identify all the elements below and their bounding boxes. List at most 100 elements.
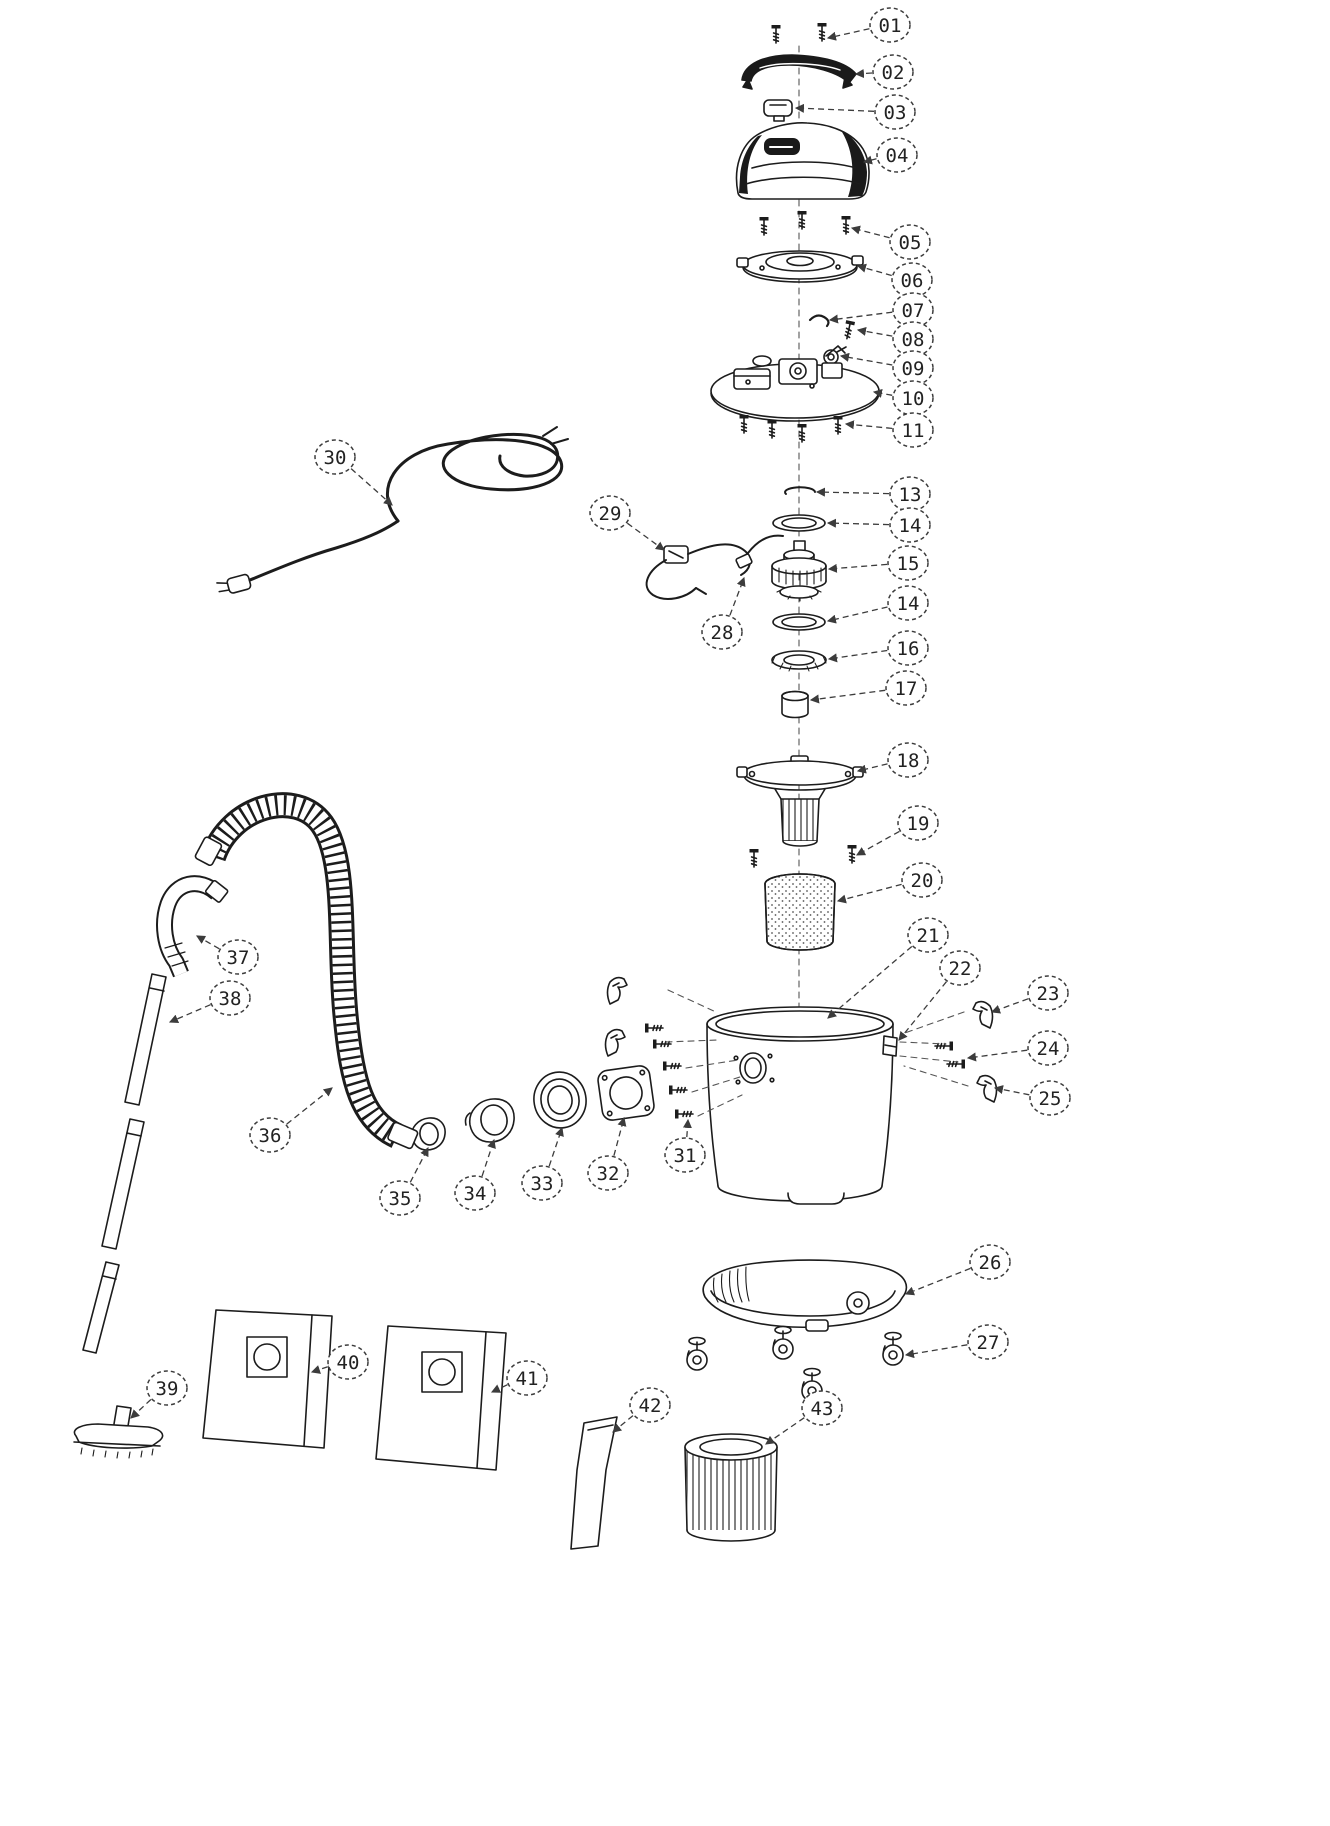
- svg-text:26: 26: [979, 1252, 1002, 1274]
- part-seal-washer-16: [771, 650, 827, 672]
- svg-text:14: 14: [899, 515, 922, 537]
- leader-line-25: [993, 1085, 1030, 1096]
- callout-41-dust-bag: 41: [506, 1360, 548, 1396]
- callout-29-switch-wiring: 29: [589, 495, 631, 531]
- leader-line-37: [196, 935, 220, 950]
- leader-line-32: [613, 1116, 627, 1156]
- leader-line-30: [350, 468, 393, 506]
- leader-line-09: [839, 352, 893, 366]
- part-casters-27: [686, 1325, 904, 1402]
- leader-line-36: [286, 1087, 333, 1125]
- callout-27-caster: 27: [967, 1324, 1009, 1360]
- leader-line-16: [827, 649, 888, 663]
- leader-line-18: [856, 763, 888, 774]
- callout-03-switch-knob: 03: [874, 94, 916, 130]
- svg-text:05: 05: [899, 232, 922, 254]
- part-spacer-sleeve-17: [781, 690, 809, 719]
- part-motor-mount-plate-10: [710, 345, 880, 422]
- part-latch-23: [972, 1000, 994, 1029]
- svg-text:35: 35: [389, 1188, 412, 1210]
- part-latch-screws-24: [934, 1040, 966, 1070]
- svg-text:06: 06: [901, 270, 924, 292]
- svg-text:21: 21: [917, 925, 940, 947]
- callout-33-inlet-port: 33: [521, 1165, 563, 1201]
- svg-text:17: 17: [895, 678, 918, 700]
- part-housing-screws-19: [748, 844, 858, 868]
- leader-line-38: [168, 1004, 211, 1024]
- leader-line-08: [856, 326, 893, 337]
- part-extension-tubes-38: [82, 973, 167, 1354]
- leader-line-33: [548, 1126, 564, 1167]
- svg-text:37: 37: [227, 947, 250, 969]
- leader-line-13: [815, 487, 890, 497]
- leader-line-04: [862, 155, 877, 165]
- callout-02-carry-handle: 02: [872, 54, 914, 90]
- part-inlet-flange-32: [597, 1065, 655, 1121]
- leader-line-02: [854, 68, 873, 79]
- callout-25-latch: 25: [1029, 1080, 1071, 1116]
- leader-line-26: [904, 1267, 971, 1296]
- callout-06-motor-cover-plate: 06: [891, 262, 933, 298]
- leader-line-11: [844, 420, 893, 430]
- callout-31-screw: 31: [664, 1137, 706, 1173]
- svg-text:16: 16: [897, 638, 920, 660]
- svg-text:04: 04: [886, 145, 909, 167]
- part-base-26: [702, 1259, 908, 1332]
- callout-28-cable-connector: 28: [701, 614, 743, 650]
- part-foam-filter-20: [764, 873, 836, 951]
- leader-line-07: [828, 311, 893, 324]
- part-motor-head-cover-04: [735, 122, 870, 200]
- callout-18-motor-housing: 18: [887, 742, 929, 778]
- part-latch-25: [976, 1074, 998, 1103]
- callout-10-motor-mount-plate: 10: [892, 380, 934, 416]
- svg-text:18: 18: [897, 750, 920, 772]
- callout-22-latch-catch: 22: [939, 950, 981, 986]
- leader-line-24: [966, 1049, 1028, 1062]
- part-motor-cover-plate-06: [736, 250, 864, 283]
- callout-11-screw: 11: [892, 412, 934, 448]
- svg-text:30: 30: [324, 447, 347, 469]
- svg-text:20: 20: [911, 870, 934, 892]
- part-dust-bag-41: [375, 1325, 507, 1471]
- callout-23-latch: 23: [1027, 975, 1069, 1011]
- callout-36-suction-hose: 36: [249, 1117, 291, 1153]
- callout-42-crevice-nozzle: 42: [629, 1387, 671, 1423]
- leader-line-43: [765, 1417, 805, 1445]
- svg-text:24: 24: [1037, 1038, 1060, 1060]
- leader-line-17: [809, 689, 886, 704]
- part-left-latches: [604, 976, 672, 1057]
- part-power-cord-30: [216, 426, 569, 594]
- svg-text:14: 14: [897, 593, 920, 615]
- svg-text:43: 43: [811, 1398, 834, 1420]
- leader-line-42: [612, 1415, 634, 1433]
- part-inlet-port-33: [533, 1071, 587, 1129]
- callout-17-spacer-sleeve: 17: [885, 670, 927, 706]
- part-gasket-upper-14: [772, 514, 826, 532]
- leader-line-41: [490, 1384, 508, 1393]
- part-screw-08: [841, 319, 856, 341]
- svg-text:13: 13: [899, 484, 922, 506]
- callout-38-extension-tube: 38: [209, 980, 251, 1016]
- svg-text:22: 22: [949, 958, 972, 980]
- leader-line-19: [856, 830, 900, 856]
- alignment-lines-left: [665, 989, 743, 1117]
- leader-line-06: [856, 263, 892, 277]
- callout-30-power-cord: 30: [314, 439, 356, 475]
- callout-40-dust-bag: 40: [327, 1344, 369, 1380]
- part-retaining-ring-13: [784, 486, 816, 495]
- callout-21-tank: 21: [907, 917, 949, 953]
- callout-14-gasket: 14: [889, 507, 931, 543]
- callout-20-foam-filter: 20: [901, 862, 943, 898]
- part-crevice-nozzle-42: [570, 1416, 618, 1550]
- alignment-lines-right: [899, 1011, 969, 1087]
- leader-line-29: [626, 522, 665, 551]
- svg-text:09: 09: [902, 358, 925, 380]
- svg-text:19: 19: [907, 813, 930, 835]
- svg-text:36: 36: [259, 1125, 282, 1147]
- part-dust-bag-40: [202, 1309, 333, 1449]
- svg-text:01: 01: [879, 15, 902, 37]
- part-tank-21: [706, 1006, 898, 1205]
- leader-line-22: [898, 981, 947, 1041]
